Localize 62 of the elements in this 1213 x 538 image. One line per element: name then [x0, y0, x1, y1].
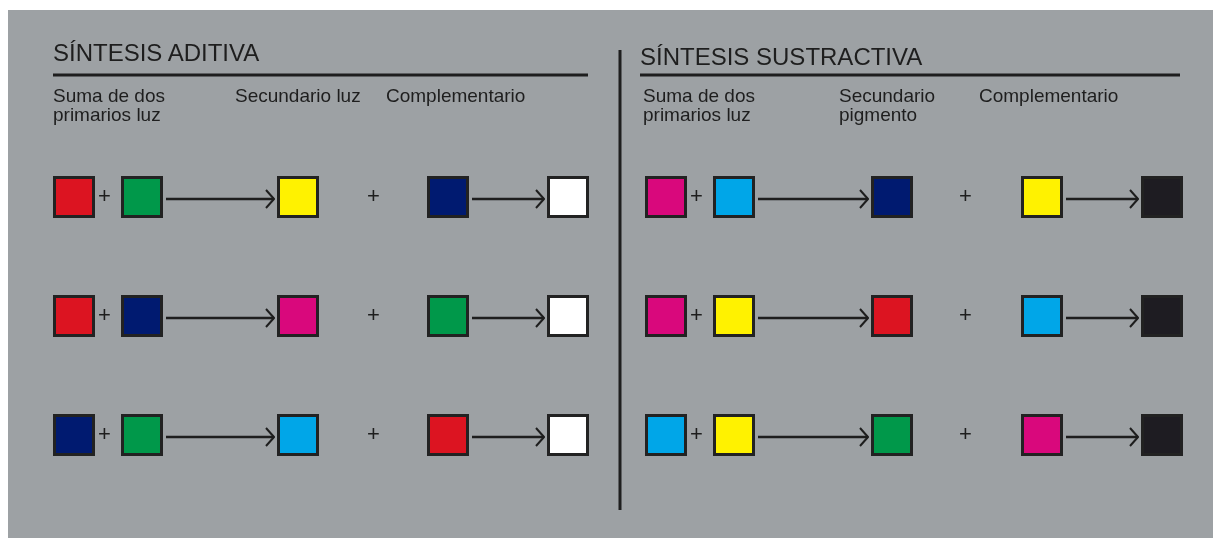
arrow: [1066, 189, 1139, 209]
color-swatch: [427, 176, 469, 218]
plus-sign: +: [98, 304, 111, 326]
color-swatch: [427, 295, 469, 337]
plus-sign: +: [959, 304, 972, 326]
plus-sign: +: [98, 423, 111, 445]
color-swatch: [871, 176, 913, 218]
color-swatch: [1141, 176, 1183, 218]
plus-sign: +: [98, 185, 111, 207]
arrow: [166, 427, 275, 447]
plus-sign: +: [690, 423, 703, 445]
arrow: [758, 189, 869, 209]
color-swatch: [713, 414, 755, 456]
color-swatch: [871, 414, 913, 456]
arrow: [758, 427, 869, 447]
color-swatch: [547, 295, 589, 337]
color-swatch: [1141, 414, 1183, 456]
plus-sign: +: [690, 304, 703, 326]
arrow: [1066, 308, 1139, 328]
color-swatch: [645, 295, 687, 337]
color-swatch: [1141, 295, 1183, 337]
color-swatch: [871, 295, 913, 337]
arrow: [166, 189, 275, 209]
column-heading: Secundario pigmento: [839, 86, 937, 124]
arrow: [166, 308, 275, 328]
column-heading: Suma de dos primarios luz: [643, 86, 756, 124]
plus-sign: +: [959, 185, 972, 207]
color-swatch: [713, 295, 755, 337]
color-swatch: [427, 414, 469, 456]
color-swatch: [121, 414, 163, 456]
color-swatch: [121, 295, 163, 337]
color-swatch: [277, 176, 319, 218]
color-swatch: [547, 176, 589, 218]
column-heading: Secundario luz: [235, 86, 362, 105]
arrow: [1066, 427, 1139, 447]
plus-sign: +: [959, 423, 972, 445]
color-swatch: [1021, 295, 1063, 337]
color-swatch: [645, 414, 687, 456]
plus-sign: +: [367, 304, 380, 326]
color-swatch: [277, 295, 319, 337]
color-swatch: [53, 295, 95, 337]
plus-sign: +: [367, 185, 380, 207]
color-swatch: [547, 414, 589, 456]
color-swatch: [277, 414, 319, 456]
column-heading: Complementario: [386, 86, 526, 105]
color-swatch: [121, 176, 163, 218]
arrow: [758, 308, 869, 328]
arrow: [472, 427, 545, 447]
plus-sign: +: [690, 185, 703, 207]
color-swatch: [53, 176, 95, 218]
column-heading: Suma de dos primarios luz: [53, 86, 166, 124]
column-heading: Complementario: [979, 86, 1119, 105]
color-swatch: [713, 176, 755, 218]
color-swatch: [645, 176, 687, 218]
color-swatch: [1021, 176, 1063, 218]
section-heading: SÍNTESIS SUSTRACTIVA: [640, 45, 923, 69]
plus-sign: +: [367, 423, 380, 445]
arrow: [472, 308, 545, 328]
color-swatch: [1021, 414, 1063, 456]
arrow: [472, 189, 545, 209]
section-heading: SÍNTESIS ADITIVA: [53, 41, 260, 65]
color-swatch: [53, 414, 95, 456]
